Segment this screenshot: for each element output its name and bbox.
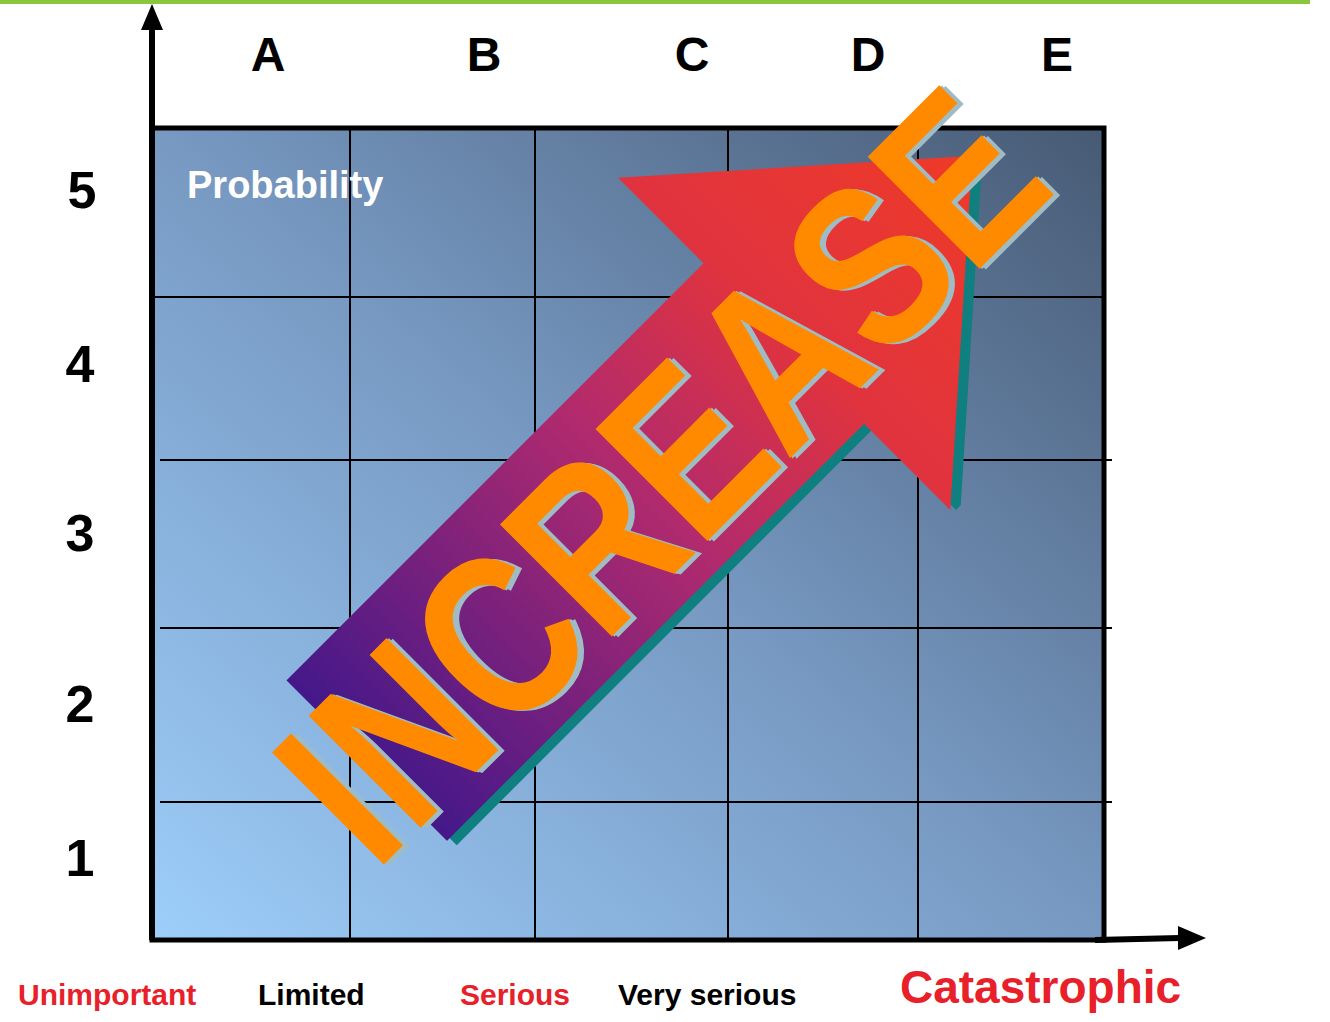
severity-label: Unimportant (18, 980, 196, 1010)
row-number: 3 (66, 507, 95, 559)
severity-label: Catastrophic (900, 964, 1181, 1010)
column-letter: C (675, 31, 710, 79)
column-letter: A (251, 31, 286, 79)
severity-label: Serious (460, 980, 570, 1010)
column-letter: B (467, 31, 502, 79)
row-number: 5 (68, 164, 97, 216)
column-letter: E (1041, 31, 1073, 79)
row-number: 1 (66, 832, 95, 884)
axis-arrows (141, 4, 1206, 950)
severity-label: Limited (258, 980, 365, 1010)
severity-label: Very serious (618, 980, 796, 1010)
column-letter: D (851, 31, 886, 79)
row-number: 4 (66, 338, 95, 390)
header-rule (0, 0, 1310, 4)
row-number: 2 (66, 678, 95, 730)
axis-title: Probability (187, 166, 383, 204)
